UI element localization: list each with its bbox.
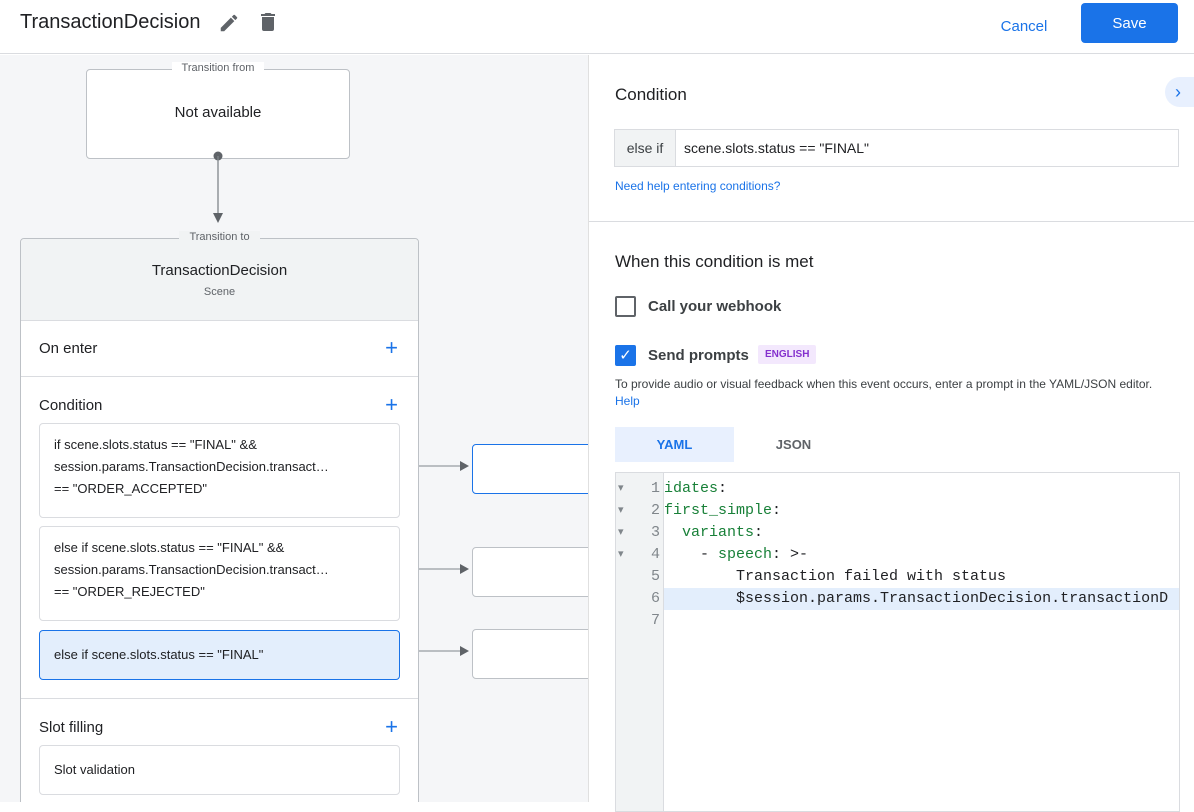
slot-validation-label: Slot validation: [54, 762, 135, 777]
code-indent: [664, 524, 682, 541]
scene-card: Transition to TransactionDecision Scene …: [20, 231, 419, 802]
fold-arrow-icon[interactable]: ▾: [618, 549, 624, 561]
code-string: $session.params.TransactionDecision.tran…: [736, 590, 1169, 607]
on-enter-section[interactable]: On enter +: [21, 320, 418, 376]
code-string: Transaction failed with status: [736, 568, 1007, 585]
webhook-checkbox[interactable]: [615, 296, 636, 317]
prompts-checkbox[interactable]: ✓: [615, 345, 636, 366]
transition-target[interactable]: [472, 547, 588, 597]
add-slot-icon[interactable]: +: [385, 714, 398, 739]
code-punct: :: [772, 502, 782, 519]
condition-line: session.params.TransactionDecision.trans…: [54, 562, 329, 577]
transition-from-legend: Transition from: [171, 62, 265, 74]
top-bar: TransactionDecision Cancel Save: [0, 0, 1194, 54]
code-line[interactable]: 6 $session.params.TransactionDecision.tr…: [616, 588, 1179, 610]
code-text: Transaction failed with status: [664, 566, 1006, 588]
condition-section: Condition + if scene.slots.status == "FI…: [21, 376, 418, 698]
code-key: first_simple: [664, 502, 773, 519]
slot-validation-item[interactable]: Slot validation: [39, 745, 400, 795]
prompt-help-text: To provide audio or visual feedback when…: [615, 376, 1175, 410]
condition-line: else if scene.slots.status == "FINAL" &&: [54, 540, 285, 555]
condition-line: else if scene.slots.status == "FINAL": [54, 647, 264, 662]
slot-filling-label: Slot filling: [39, 719, 104, 736]
condition-heading: Condition: [615, 85, 687, 104]
code-indent: -: [664, 546, 719, 563]
transition-from-value: Not available: [174, 104, 262, 121]
on-enter-label: On enter: [39, 340, 98, 357]
code-text: idates:: [664, 478, 727, 500]
scene-header: [21, 239, 418, 320]
code-key: idates: [664, 480, 719, 497]
condition-line: == "ORDER_REJECTED": [54, 584, 205, 599]
condition-input[interactable]: scene.slots.status == "FINAL": [684, 140, 870, 156]
add-condition-icon[interactable]: +: [385, 392, 398, 417]
met-heading: When this condition is met: [615, 252, 814, 271]
transition-target[interactable]: [472, 629, 588, 679]
prompt-help-link[interactable]: Help: [615, 394, 640, 408]
prompt-help: To provide audio or visual feedback when…: [615, 377, 1153, 391]
slot-filling-section: Slot filling + Slot validation: [21, 698, 418, 802]
condition-line: == "ORDER_ACCEPTED": [54, 481, 207, 496]
fold-arrow-icon[interactable]: ▾: [618, 505, 624, 517]
prompts-label: Send prompts: [648, 347, 749, 364]
condition-field[interactable]: else if scene.slots.status == "FINAL": [614, 129, 1179, 167]
code-line[interactable]: ▾ 4 - speech: >-: [616, 544, 1179, 566]
transition-target[interactable]: [472, 444, 588, 494]
delete-icon[interactable]: [256, 10, 280, 39]
line-number: 2: [650, 502, 660, 519]
fold-arrow-icon[interactable]: ▾: [618, 527, 624, 539]
scene-name: TransactionDecision: [151, 262, 288, 279]
editor-gutter: [616, 473, 664, 811]
condition-panel: › Condition else if scene.slots.status =…: [588, 55, 1194, 812]
tab-json[interactable]: JSON: [775, 437, 812, 452]
code-key: speech: [718, 546, 773, 563]
flow-canvas[interactable]: Transition from Not available Transition…: [0, 55, 588, 802]
code-indent: [664, 568, 736, 585]
line-number: 1: [650, 480, 660, 497]
save-button[interactable]: Save: [1081, 3, 1178, 43]
code-text: first_simple:: [664, 500, 781, 522]
collapse-panel-chevron-icon[interactable]: ›: [1165, 77, 1194, 107]
condition-label: Condition: [39, 397, 103, 414]
condition-item-selected[interactable]: else if scene.slots.status == "FINAL": [39, 630, 400, 680]
fold-arrow-icon[interactable]: ▾: [618, 483, 624, 495]
condition-line: if scene.slots.status == "FINAL" &&: [54, 437, 257, 452]
line-number: 7: [650, 612, 660, 629]
condition-item[interactable]: else if scene.slots.status == "FINAL" &&…: [39, 526, 400, 621]
divider: [589, 221, 1194, 222]
code-line[interactable]: 7: [616, 610, 1179, 632]
code-key: variants: [682, 524, 755, 541]
add-on-enter-icon[interactable]: +: [385, 335, 398, 360]
line-number: 6: [650, 590, 660, 607]
webhook-label: Call your webhook: [648, 298, 782, 315]
tab-yaml[interactable]: YAML: [615, 427, 734, 462]
scene-type: Scene: [203, 286, 236, 298]
code-line[interactable]: 5 Transaction failed with status: [616, 566, 1179, 588]
help-conditions-link[interactable]: Need help entering conditions?: [615, 179, 781, 193]
code-text: $session.params.TransactionDecision.tran…: [664, 588, 1168, 610]
condition-prefix: else if: [615, 130, 676, 166]
code-text: - speech: >-: [664, 544, 808, 566]
line-number: 4: [650, 546, 660, 563]
scene-title: TransactionDecision: [20, 11, 201, 33]
line-number: 3: [650, 524, 660, 541]
cancel-button[interactable]: Cancel: [1000, 17, 1048, 35]
code-text: variants:: [664, 522, 763, 544]
condition-line: session.params.TransactionDecision.trans…: [54, 459, 329, 474]
code-punct: : >-: [772, 546, 809, 563]
code-line[interactable]: ▾ 3 variants:: [616, 522, 1179, 544]
code-indent: [664, 590, 736, 607]
language-badge: ENGLISH: [758, 345, 817, 364]
transition-to-legend: Transition to: [179, 231, 260, 243]
code-punct: :: [718, 480, 728, 497]
code-punct: :: [754, 524, 764, 541]
condition-item[interactable]: if scene.slots.status == "FINAL" && sess…: [39, 423, 400, 518]
transition-from-box: Transition from Not available: [86, 62, 350, 159]
line-number: 5: [650, 568, 660, 585]
edit-icon[interactable]: [218, 12, 240, 39]
